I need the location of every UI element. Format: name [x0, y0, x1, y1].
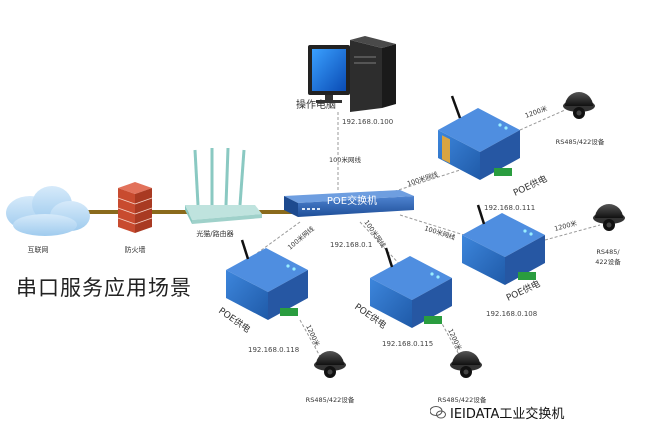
switch-s3-link	[359, 221, 406, 271]
pc-label: 操作电脑	[296, 98, 336, 111]
watermark: IEIDATA工业交换机	[430, 403, 564, 422]
switch-label: POE交换机	[327, 194, 377, 207]
switch-s2-link	[399, 214, 481, 241]
rs485-device-s4-icon	[314, 351, 346, 378]
rs485-device-s1-icon	[563, 92, 595, 119]
switch-s2-cable-label: 100米网线	[423, 223, 457, 242]
s1-device-label: RS485/422设备	[556, 137, 605, 146]
s3-ip: 192.168.0.115	[382, 340, 433, 348]
s4-device-label: RS485/422设备	[306, 395, 355, 404]
watermark-text: IEIDATA工业交换机	[450, 407, 565, 422]
firewall-icon	[117, 182, 153, 233]
router-label: 光猫/路由器	[196, 229, 233, 238]
s2-cable-label: 1200米	[553, 218, 578, 233]
s2-ip: 192.168.0.108	[486, 310, 537, 318]
s3-device-label: RS485/422设备	[438, 395, 487, 404]
s4-cable-label: 1200米	[304, 323, 322, 348]
s3-cable-label: 1200米	[446, 327, 464, 352]
pc-ip: 192.168.0.100	[342, 118, 393, 126]
s1-poe-label: POE供电	[511, 173, 549, 199]
switch-s4-cable-label: 100米网线	[286, 224, 317, 252]
internet-cloud-icon	[6, 186, 90, 236]
s4-ip: 192.168.0.118	[248, 346, 299, 354]
rs485-device-s2-icon	[593, 204, 625, 231]
s2-device-link	[544, 224, 601, 241]
internet-label: 互联网	[28, 245, 49, 254]
s2-device-label: RS485/422设备	[595, 248, 621, 266]
wechat-icon	[430, 406, 446, 419]
pc-icon	[308, 36, 396, 112]
router-icon	[185, 147, 262, 224]
poe-switch-icon	[284, 190, 414, 217]
switch-s1-cable-label: 100米网线	[406, 169, 440, 188]
page-title: 串口服务应用场景	[16, 276, 192, 300]
s1-device-link	[519, 109, 566, 131]
serial-server-s2	[462, 204, 545, 285]
firewall-label: 防火墙	[125, 245, 146, 254]
s1-cable-label: 1200米	[524, 103, 549, 120]
pc-switch-cable-label: 100米网线	[329, 155, 361, 164]
s4-poe-label: POE供电	[216, 305, 253, 336]
switch-s1-link	[379, 169, 461, 197]
serial-server-s3	[370, 247, 452, 328]
s4-device-link	[299, 319, 323, 361]
switch-ip: 192.168.0.1	[330, 241, 372, 249]
serial-server-s1	[438, 95, 520, 180]
s1-ip: 192.168.0.111	[484, 204, 535, 212]
serial-server-s4	[226, 239, 308, 320]
s3-device-link	[439, 319, 463, 361]
rs485-device-s3-icon	[450, 351, 482, 378]
